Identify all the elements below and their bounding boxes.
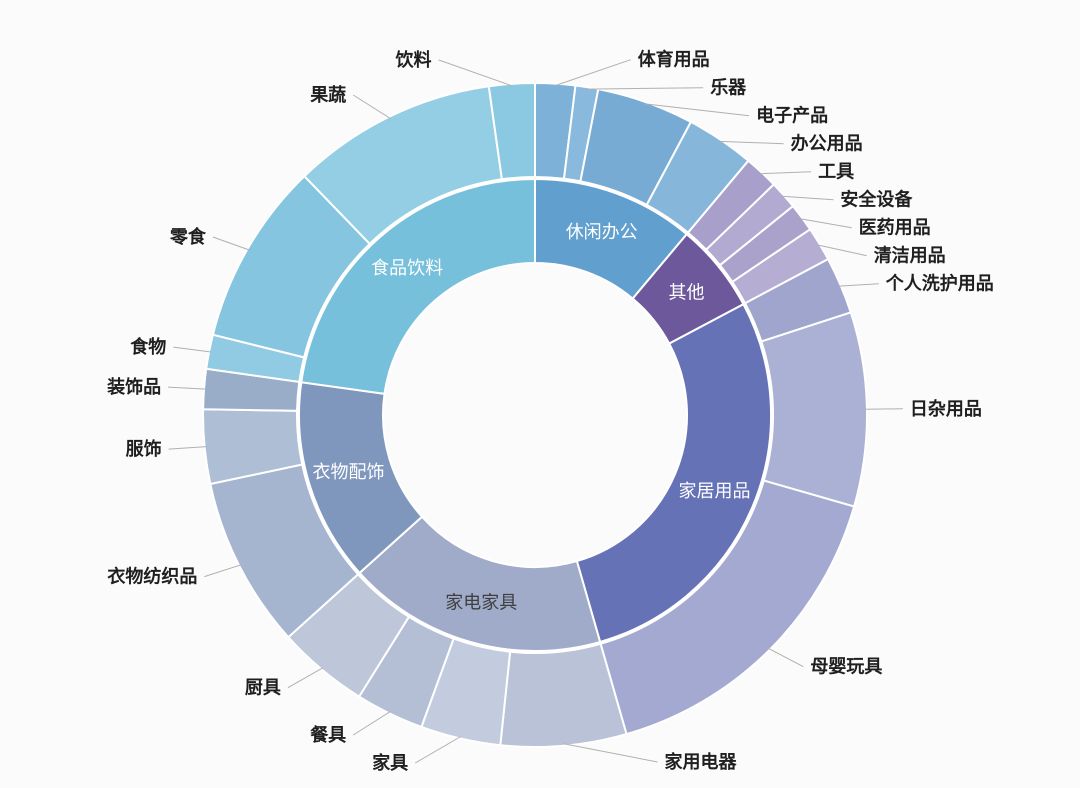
outer-label-3-3: 厨具: [245, 678, 281, 699]
outer-label-5-2: 果蔬: [309, 85, 346, 106]
label-line-5-3: [438, 59, 513, 87]
inner-segment-2[interactable]: [575, 302, 773, 644]
inner-label-1: 其他: [669, 282, 705, 303]
label-line-3-2: [352, 711, 391, 736]
outer-label-0-1: 乐器: [710, 78, 747, 99]
label-line-0-3: [719, 140, 784, 145]
label-line-3-3: [287, 667, 324, 689]
outer-label-4-0: 衣物纺织品: [107, 566, 197, 588]
label-line-4-1: [168, 446, 207, 450]
label-line-2-0: [838, 283, 879, 287]
outer-segment-2-1[interactable]: [760, 311, 868, 508]
inner-label-5: 食品饮料: [371, 258, 443, 279]
outer-label-2-1: 日杂用品: [910, 399, 982, 420]
outer-label-0-2: 电子产品: [756, 105, 828, 127]
outer-label-3-0: 家用电器: [665, 751, 738, 773]
inner-label-3: 家电家具: [445, 592, 517, 613]
label-line-5-0: [173, 346, 212, 353]
outer-segment-5-3[interactable]: [487, 81, 536, 181]
outer-label-2-0: 个人洗护用品: [885, 273, 994, 295]
label-line-3-1: [414, 736, 462, 764]
outer-label-0-0: 体育用品: [638, 49, 710, 71]
label-line-1-0: [760, 171, 812, 175]
inner-label-2: 家居用品: [679, 481, 751, 502]
label-line-5-2: [352, 94, 391, 119]
outer-label-3-1: 家具: [372, 752, 408, 774]
outer-label-3-2: 餐具: [309, 724, 346, 746]
inner-segment-5[interactable]: [300, 177, 536, 395]
outer-label-5-3: 饮料: [395, 49, 432, 71]
outer-label-4-2: 装饰品: [107, 376, 161, 398]
label-line-3-0: [563, 743, 658, 763]
outer-label-4-1: 服饰: [126, 438, 162, 460]
outer-label-5-0: 食物: [129, 336, 166, 358]
label-line-1-3: [817, 244, 867, 257]
label-line-4-0: [204, 564, 242, 578]
label-line-2-2: [768, 647, 804, 668]
outer-label-1-2: 医药用品: [859, 217, 931, 239]
outer-label-1-1: 安全设备: [840, 189, 913, 211]
outer-label-5-1: 零食: [169, 226, 207, 248]
outer-label-0-3: 办公用品: [791, 133, 863, 155]
label-line-0-1: [586, 87, 704, 90]
label-line-0-2: [645, 103, 750, 117]
label-line-5-1: [212, 236, 250, 251]
label-line-1-2: [800, 218, 852, 229]
label-line-4-2: [168, 386, 207, 390]
label-line-0-0: [554, 59, 631, 87]
inner-label-4: 衣物配饰: [313, 462, 385, 483]
outer-label-1-0: 工具: [818, 162, 854, 183]
label-line-1-1: [782, 195, 834, 201]
outer-label-1-3: 清洁用品: [874, 245, 946, 267]
inner-label-0: 休闲办公: [566, 222, 638, 243]
outer-label-2-2: 母婴玩具: [810, 657, 882, 678]
